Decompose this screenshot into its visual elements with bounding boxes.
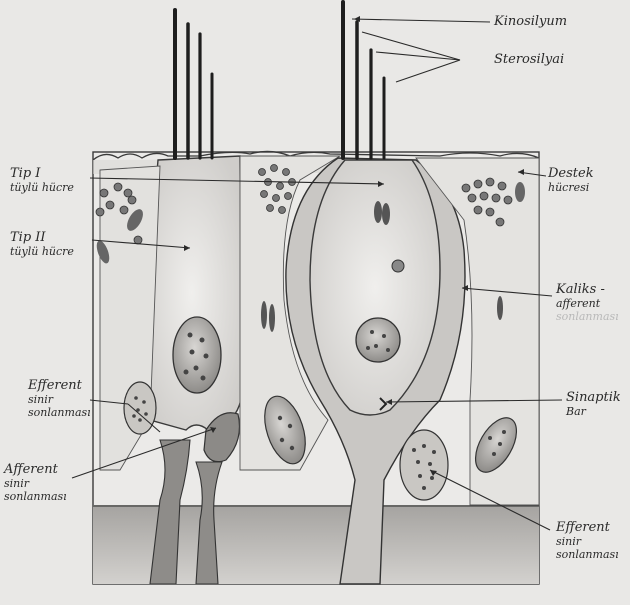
label-efferent-left: Efferent sinir sonlanması [28,378,91,419]
label-afferent-left: Afferent sinir sonlanması [4,462,67,503]
label-efferent-right-line2: sinir [556,535,619,548]
efferent-ending-left [124,382,156,434]
label-type1-line1: Tip I [10,166,40,181]
label-synaptic-bar: Sinaptik Bar [566,390,621,418]
label-afferent-line3: sonlanması [4,490,67,503]
label-support-cell: Destek hücresi [548,166,594,194]
label-calyx-line1: Kaliks - [556,282,605,297]
label-efferent-right: Efferent sinir sonlanması [556,520,619,561]
label-afferent-line1: Afferent [4,462,58,477]
label-efferent-left-line2: sinir [28,393,91,406]
label-efferent-left-line1: Efferent [28,378,82,393]
label-calyx-line3: sonlanması [556,310,619,323]
label-type2-line2: tüylü hücre [10,245,74,258]
type1-nucleus [356,318,400,362]
label-support-line1: Destek [548,166,594,181]
label-efferent-right-line3: sonlanması [556,548,619,561]
label-support-line2: hücresi [548,181,594,194]
label-calyx-line2: afferent [556,297,619,310]
label-type2-line1: Tip II [10,230,46,245]
type1-hair-bundle [343,2,384,158]
label-kinosilyum: Kinosilyum [494,14,567,29]
label-efferent-left-line3: sonlanması [28,406,91,419]
type2-hair-bundle [175,10,212,158]
label-efferent-right-line1: Efferent [556,520,610,535]
label-type1-hair-cell: Tip I tüylü hücre [10,166,74,194]
label-synaptic-line2: Bar [566,405,621,418]
label-synaptic-line1: Sinaptik [566,390,621,405]
label-type1-line2: tüylü hücre [10,181,74,194]
label-afferent-line2: sinir [4,477,67,490]
label-calyx-afferent: Kaliks - afferent sonlanması [556,282,619,323]
type2-nucleus [173,317,221,393]
label-sterosilya: Sterosilyai [494,52,564,67]
label-type2-hair-cell: Tip II tüylü hücre [10,230,74,258]
